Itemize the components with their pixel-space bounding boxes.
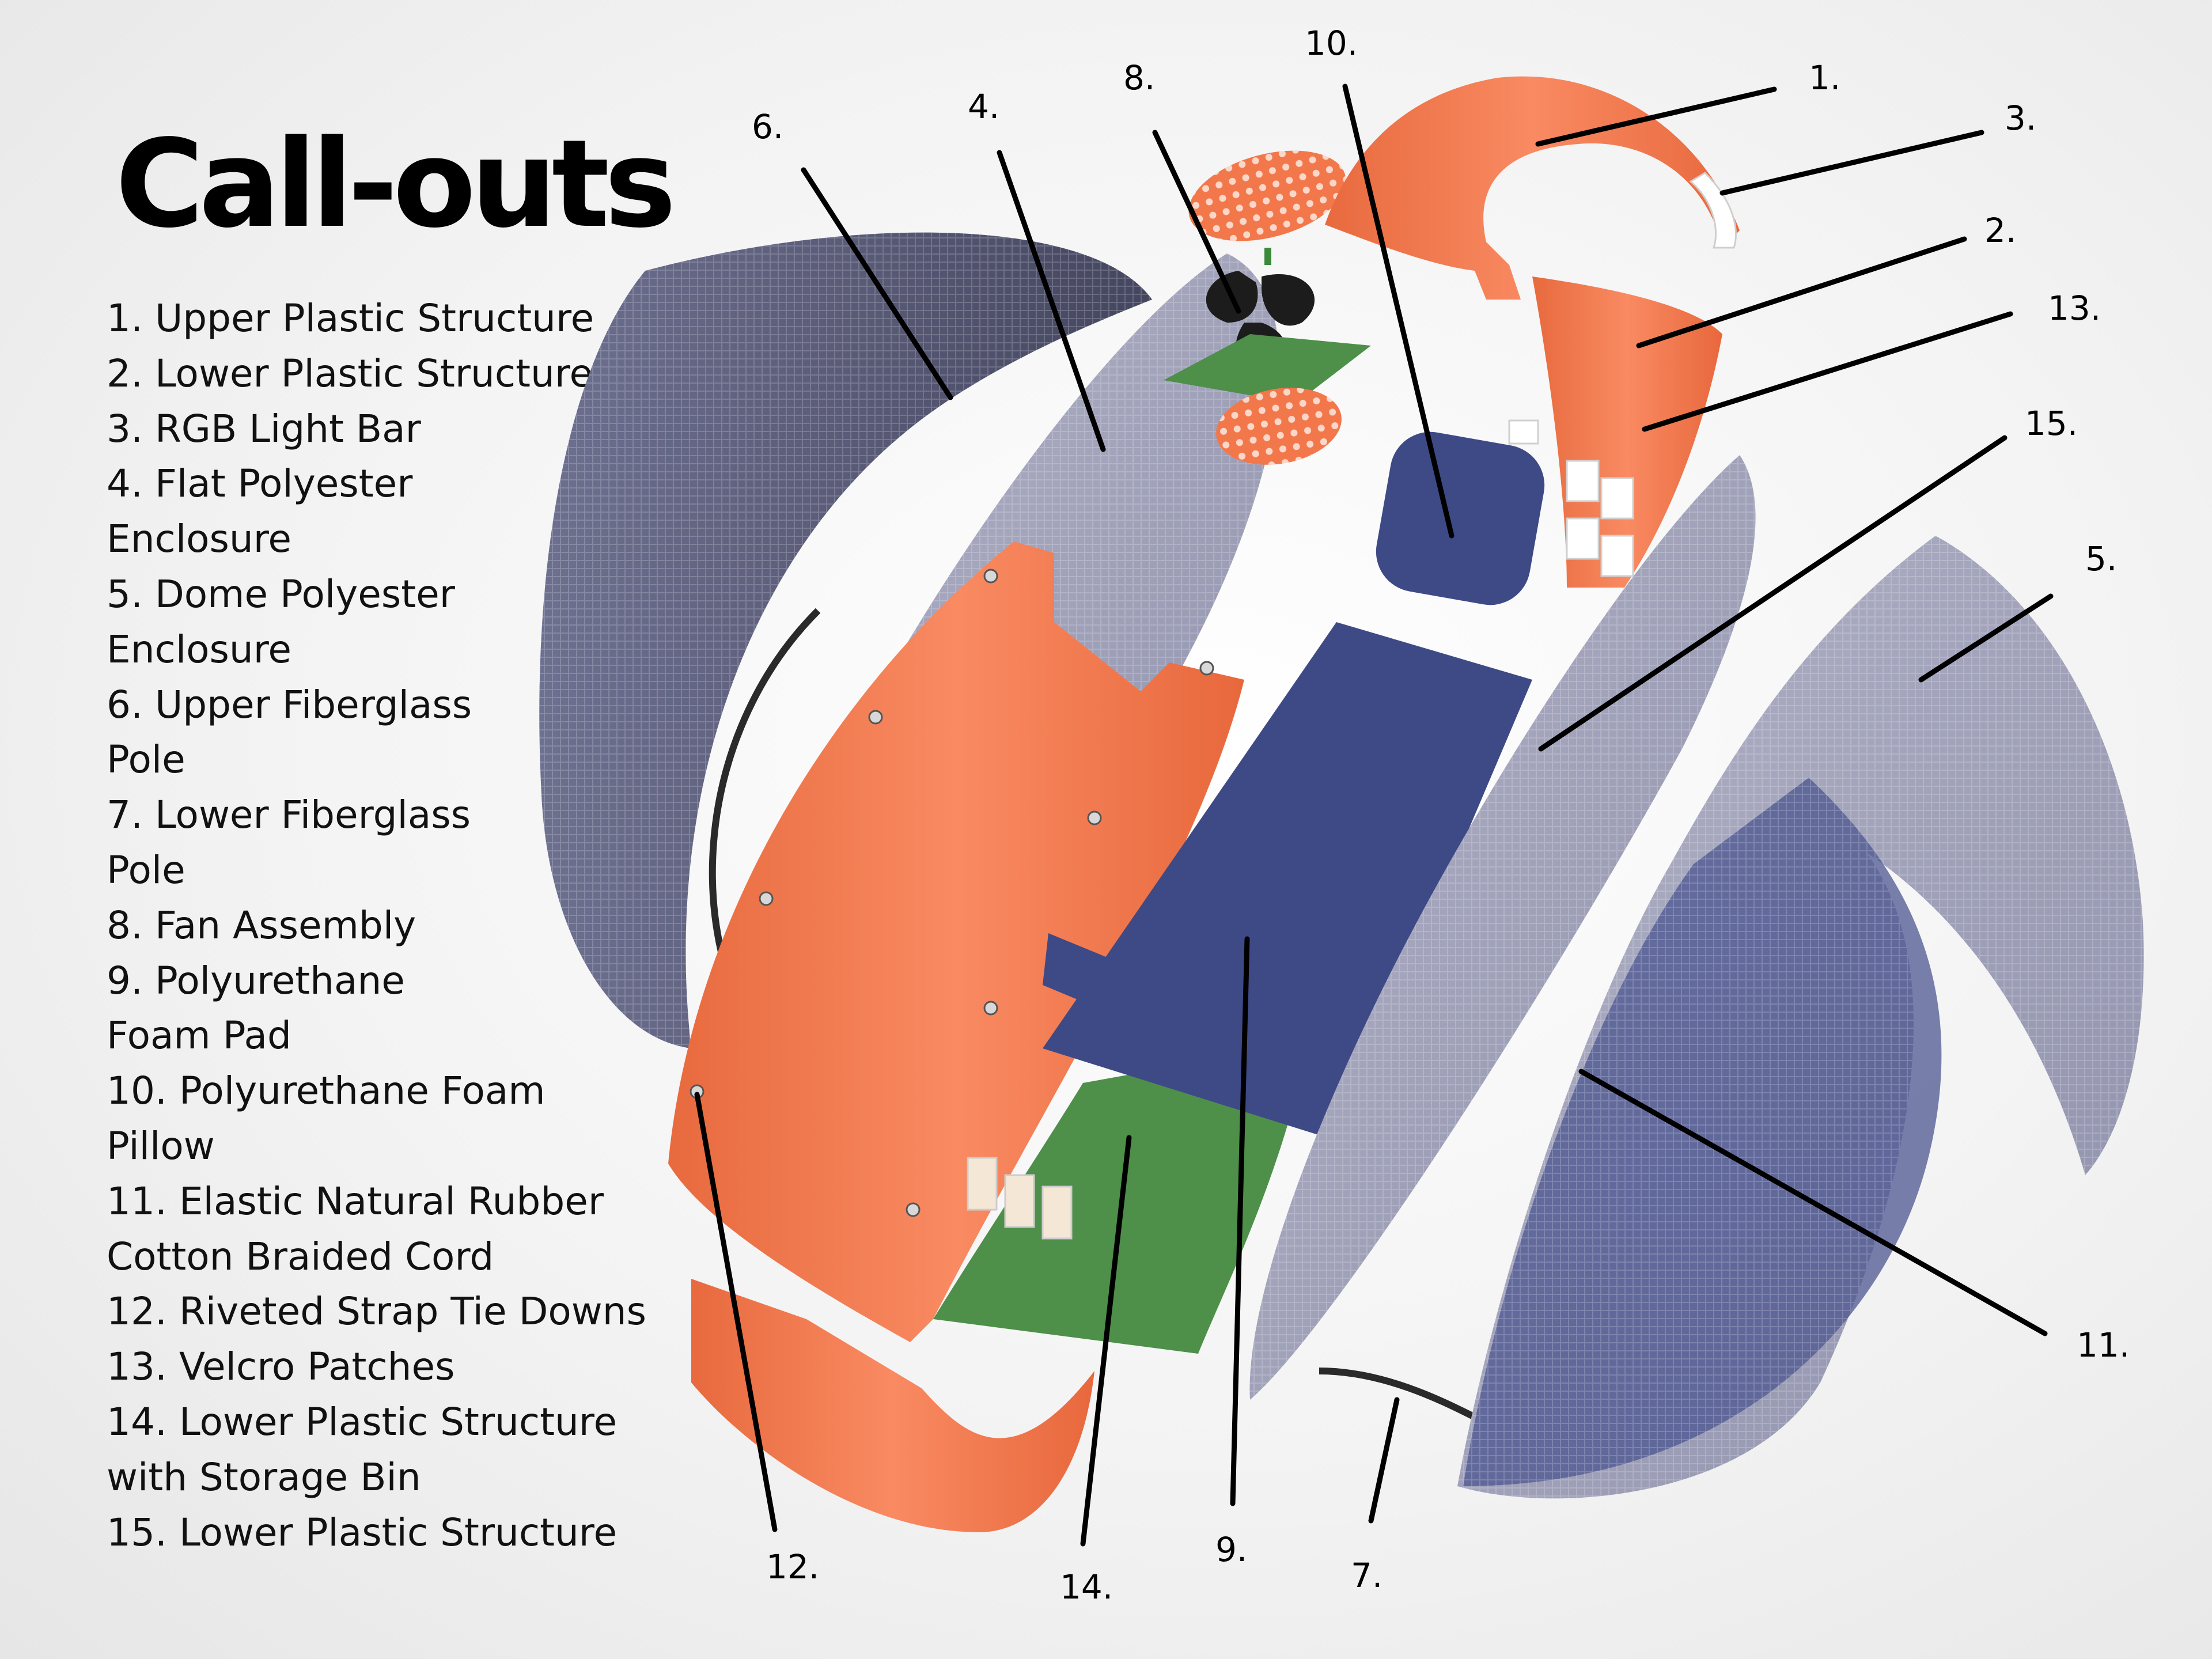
legend-item: 15. Lower Plastic Structure	[107, 1510, 618, 1555]
callout-9: 9.	[1215, 1530, 1247, 1569]
legend-item: 11. Elastic Natural Rubber	[107, 1179, 604, 1224]
legend-item: 8. Fan Assembly	[107, 903, 416, 948]
leader-3	[1719, 130, 1984, 196]
callout-legend: 1. Upper Plastic Structure 2. Lower Plas…	[107, 291, 646, 1560]
legend-item: Cotton Braided Cord	[107, 1234, 494, 1279]
callout-1: 1.	[1809, 58, 1840, 97]
leader-6	[801, 167, 953, 400]
lower-plastic-end	[691, 1279, 1094, 1532]
callout-12: 12.	[766, 1547, 819, 1586]
legend-item: Foam Pad	[107, 1013, 291, 1058]
legend-item: 3. RGB Light Bar	[107, 406, 421, 451]
legend-item: 7. Lower Fiberglass	[107, 793, 471, 838]
legend-item: 6. Upper Fiberglass	[107, 682, 472, 727]
leader-12	[694, 1092, 778, 1532]
legend-item: Pole	[107, 847, 185, 892]
callout-5: 5.	[2085, 539, 2117, 578]
leader-2	[1636, 236, 1967, 349]
leader-1	[1535, 86, 1777, 147]
legend-item: with Storage Bin	[107, 1455, 421, 1499]
callout-7: 7.	[1351, 1556, 1382, 1595]
leader-4	[997, 150, 1106, 452]
legend-item: Enclosure	[107, 517, 292, 562]
legend-item: 13. Velcro Patches	[107, 1344, 455, 1389]
callout-15: 15.	[2025, 404, 2078, 443]
dome-polyester-texture	[1457, 536, 2144, 1499]
dark-polyester-texture	[539, 232, 1152, 1048]
leader-15	[1538, 435, 2008, 752]
callout-14: 14.	[1060, 1567, 1113, 1607]
callout-8: 8.	[1123, 58, 1155, 97]
leader-7	[1368, 1397, 1400, 1524]
leader-8	[1152, 130, 1241, 314]
lower-fiberglass-pole	[1319, 1368, 1476, 1421]
legend-item: 12. Riveted Strap Tie Downs	[107, 1289, 646, 1334]
polyurethane-foam-pad	[1043, 622, 1532, 1141]
rgb-light-bar	[1689, 172, 1737, 249]
legend-item: Pole	[107, 737, 185, 782]
upper-plastic-structure	[1325, 76, 1740, 300]
callout-11: 11.	[2077, 1325, 2130, 1365]
callout-13: 13.	[2048, 289, 2101, 328]
leader-13	[1642, 311, 2013, 432]
callout-numbers: 1. 2. 3. 4. 5. 6. 7. 8. 9. 10. 11. 12. 1…	[752, 24, 2130, 1607]
legend-item: 10. Polyurethane Foam	[107, 1069, 546, 1113]
page-title: Call-outs	[115, 113, 676, 255]
callout-4: 4.	[968, 87, 999, 126]
velcro-patches	[1508, 419, 1634, 577]
leader-9	[1230, 936, 1250, 1506]
foam-pad-roll	[1043, 933, 1146, 1014]
legend-item: Enclosure	[107, 627, 292, 672]
polyurethane-foam-pillow	[1376, 431, 1545, 605]
legend-item: Pillow	[107, 1123, 215, 1168]
center-plastic-structure	[668, 541, 1244, 1342]
callout-3: 3.	[2005, 99, 2036, 138]
legend-item: 9. Polyurethane	[107, 958, 405, 1003]
rivets	[690, 569, 1214, 1217]
callout-2: 2.	[1984, 211, 2016, 250]
legend-item: 1. Upper Plastic Structure	[107, 296, 594, 340]
callout-10: 10.	[1305, 24, 1358, 63]
legend-item: 2. Lower Plastic Structure	[107, 351, 593, 396]
callout-6: 6.	[752, 107, 783, 146]
legend-item: 4. Flat Polyester	[107, 461, 413, 506]
leader-5	[1918, 593, 2054, 683]
storage-velcro	[967, 1157, 1073, 1240]
legend-item: 14. Lower Plastic Structure	[107, 1399, 618, 1444]
leader-14	[1080, 1135, 1132, 1547]
leader-lines	[694, 84, 2054, 1547]
legend-item: 5. Dome Polyester	[107, 571, 455, 616]
fan-assembly	[1164, 150, 1371, 465]
leader-10	[1342, 84, 1455, 539]
lower-plastic-structure	[1532, 276, 1722, 588]
leader-11	[1578, 1069, 2048, 1336]
